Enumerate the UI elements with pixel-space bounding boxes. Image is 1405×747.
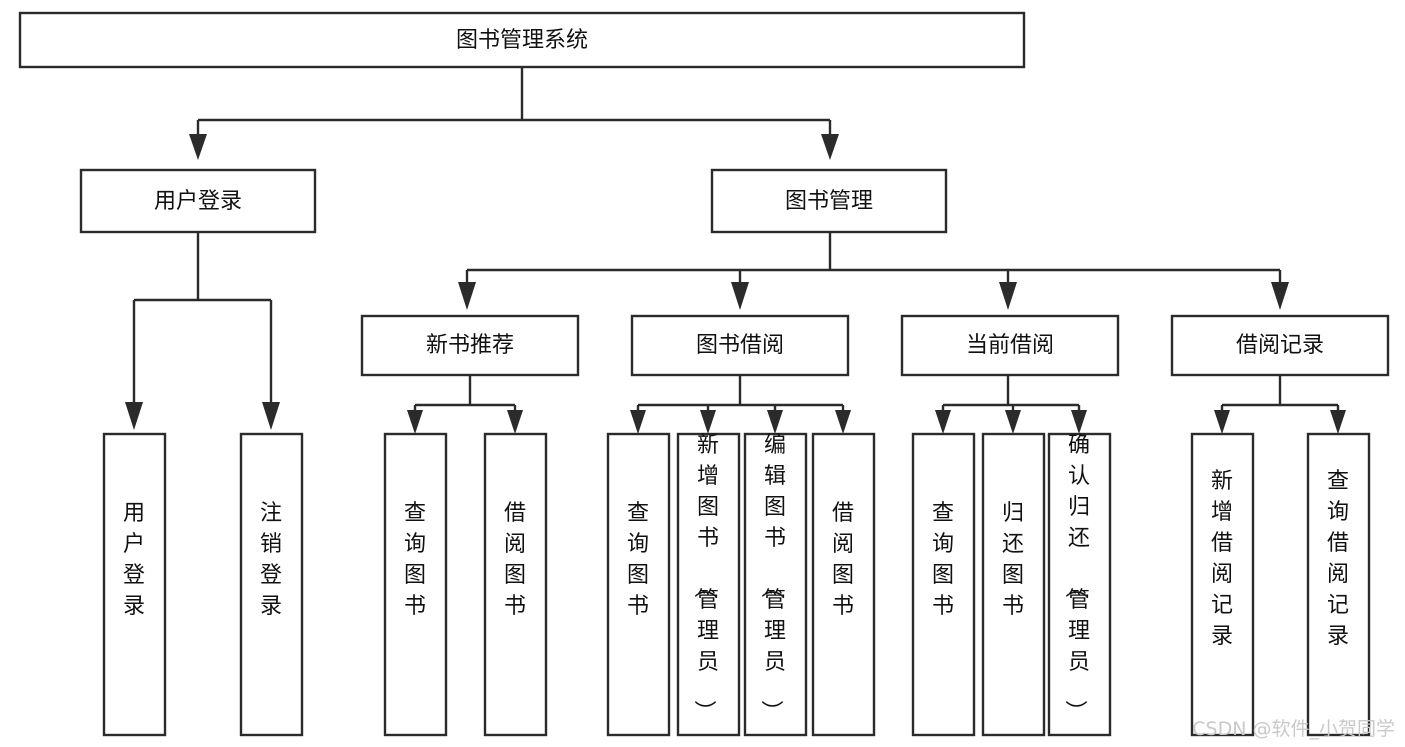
arrow-head-leaf-add-record xyxy=(1214,410,1230,434)
arrow-head-leaf-query-record xyxy=(1330,410,1346,434)
node-borrow-record-label: 借阅记录 xyxy=(1236,333,1324,358)
node-new-book-recommend-box[interactable] xyxy=(360,314,580,377)
connector-group-book-manage xyxy=(458,232,1289,310)
node-leaf-query-book-2-box[interactable] xyxy=(606,432,671,737)
node-leaf-query-book-1-label: 查询图书 xyxy=(404,501,426,619)
node-leaf-logout-login[interactable]: 注销登录 xyxy=(239,432,304,737)
node-leaf-confirm-return-label: 确认归还（管理员） xyxy=(1062,433,1090,722)
arrow-head-leaf-add-book xyxy=(700,410,716,434)
node-leaf-borrow-book-2-label: 借阅图书 xyxy=(832,501,854,619)
arrow-head-leaf-confirm-return xyxy=(1071,410,1087,434)
node-user-login-box[interactable] xyxy=(79,168,317,234)
node-current-borrow-box[interactable] xyxy=(900,314,1120,377)
node-new-book-recommend-label: 新书推荐 xyxy=(426,333,514,358)
node-leaf-add-book-label: 新增图书（管理员） xyxy=(691,433,719,722)
arrow-head-leaf-borrow-book-2 xyxy=(835,410,851,434)
node-leaf-query-record-box[interactable] xyxy=(1306,432,1371,737)
arrow-head-user-login xyxy=(189,134,207,160)
node-leaf-query-book-3-label: 查询图书 xyxy=(932,501,954,619)
node-user-login-label: 用户登录 xyxy=(154,189,242,214)
node-borrow-record[interactable]: 借阅记录 xyxy=(1170,314,1390,377)
node-root[interactable]: 图书管理系统 xyxy=(18,11,1026,69)
connector-group-current-borrow xyxy=(935,375,1087,434)
node-book-manage[interactable]: 图书管理 xyxy=(710,168,948,234)
node-leaf-query-book-3-box[interactable] xyxy=(911,432,976,737)
node-leaf-query-book-1-box[interactable] xyxy=(383,432,448,737)
node-book-borrow[interactable]: 图书借阅 xyxy=(630,314,850,377)
node-leaf-return-book-box[interactable] xyxy=(981,432,1046,737)
node-leaf-confirm-return[interactable]: 确认归还（管理员） xyxy=(1047,432,1112,737)
node-user-login[interactable]: 用户登录 xyxy=(79,168,317,234)
node-leaf-logout-login-box[interactable] xyxy=(239,432,304,737)
node-leaf-add-record-box[interactable] xyxy=(1190,432,1255,737)
node-leaf-return-book[interactable]: 归还图书 xyxy=(981,432,1046,737)
arrow-head-new-book-recommend xyxy=(458,282,476,310)
connector-group-borrow-record xyxy=(1214,375,1346,434)
connector-group-user-login xyxy=(125,232,280,430)
node-leaf-borrow-book-2-box[interactable] xyxy=(811,432,876,737)
connector-group-new-book-recommend xyxy=(407,375,523,434)
node-leaf-add-book[interactable]: 新增图书（管理员） xyxy=(676,432,741,737)
node-leaf-return-book-label: 归还图书 xyxy=(1002,501,1024,619)
arrow-head-leaf-query-book-1 xyxy=(407,410,423,434)
node-leaf-query-record[interactable]: 查询借阅记录 xyxy=(1306,432,1371,737)
arrow-head-leaf-query-book-2 xyxy=(630,410,646,434)
node-leaf-query-record-label: 查询借阅记录 xyxy=(1327,469,1349,649)
node-leaf-borrow-book-1-box[interactable] xyxy=(483,432,548,737)
arrow-head-leaf-user-login xyxy=(125,402,143,430)
node-leaf-confirm-return-box[interactable] xyxy=(1047,432,1112,737)
node-root-box[interactable] xyxy=(18,11,1026,69)
node-root-label: 图书管理系统 xyxy=(456,28,588,53)
arrow-head-leaf-query-book-3 xyxy=(935,410,951,434)
arrow-head-current-borrow xyxy=(999,282,1017,310)
node-leaf-user-login-label: 用户登录 xyxy=(123,501,145,619)
arrow-head-leaf-edit-book xyxy=(767,410,783,434)
node-leaf-borrow-book-2[interactable]: 借阅图书 xyxy=(811,432,876,737)
node-book-borrow-box[interactable] xyxy=(630,314,850,377)
node-leaf-query-book-1[interactable]: 查询图书 xyxy=(383,432,448,737)
connector-group-root xyxy=(189,67,839,160)
node-leaf-logout-login-label: 注销登录 xyxy=(260,501,282,619)
arrow-head-book-manage xyxy=(821,134,839,160)
arrow-head-leaf-borrow-book-1 xyxy=(507,410,523,434)
node-leaf-query-book-2-label: 查询图书 xyxy=(627,501,649,619)
node-book-manage-box[interactable] xyxy=(710,168,948,234)
node-leaf-user-login[interactable]: 用户登录 xyxy=(102,432,167,737)
arrow-head-leaf-logout-login xyxy=(262,402,280,430)
arrow-head-leaf-return-book xyxy=(1005,410,1021,434)
node-leaf-add-record-label: 新增借阅记录 xyxy=(1211,469,1233,649)
node-leaf-edit-book-label: 编辑图书（管理员） xyxy=(758,433,786,722)
node-book-borrow-label: 图书借阅 xyxy=(696,333,784,358)
node-book-manage-label: 图书管理 xyxy=(785,189,873,214)
connector-group-book-borrow xyxy=(630,375,851,434)
node-leaf-borrow-book-1[interactable]: 借阅图书 xyxy=(483,432,548,737)
node-leaf-edit-book-box[interactable] xyxy=(743,432,808,737)
node-current-borrow[interactable]: 当前借阅 xyxy=(900,314,1120,377)
node-leaf-borrow-book-1-label: 借阅图书 xyxy=(504,501,526,619)
arrow-head-borrow-record xyxy=(1271,282,1289,310)
arrow-head-book-borrow xyxy=(731,282,749,310)
node-leaf-add-book-box[interactable] xyxy=(676,432,741,737)
node-borrow-record-box[interactable] xyxy=(1170,314,1390,377)
node-leaf-add-record[interactable]: 新增借阅记录 xyxy=(1190,432,1255,737)
node-leaf-query-book-3[interactable]: 查询图书 xyxy=(911,432,976,737)
csdn-watermark: CSDN @软件_小贺同学 xyxy=(1192,718,1395,740)
node-leaf-query-book-2[interactable]: 查询图书 xyxy=(606,432,671,737)
node-new-book-recommend[interactable]: 新书推荐 xyxy=(360,314,580,377)
node-leaf-user-login-box[interactable] xyxy=(102,432,167,737)
node-leaf-edit-book[interactable]: 编辑图书（管理员） xyxy=(743,432,808,737)
node-current-borrow-label: 当前借阅 xyxy=(966,333,1054,358)
